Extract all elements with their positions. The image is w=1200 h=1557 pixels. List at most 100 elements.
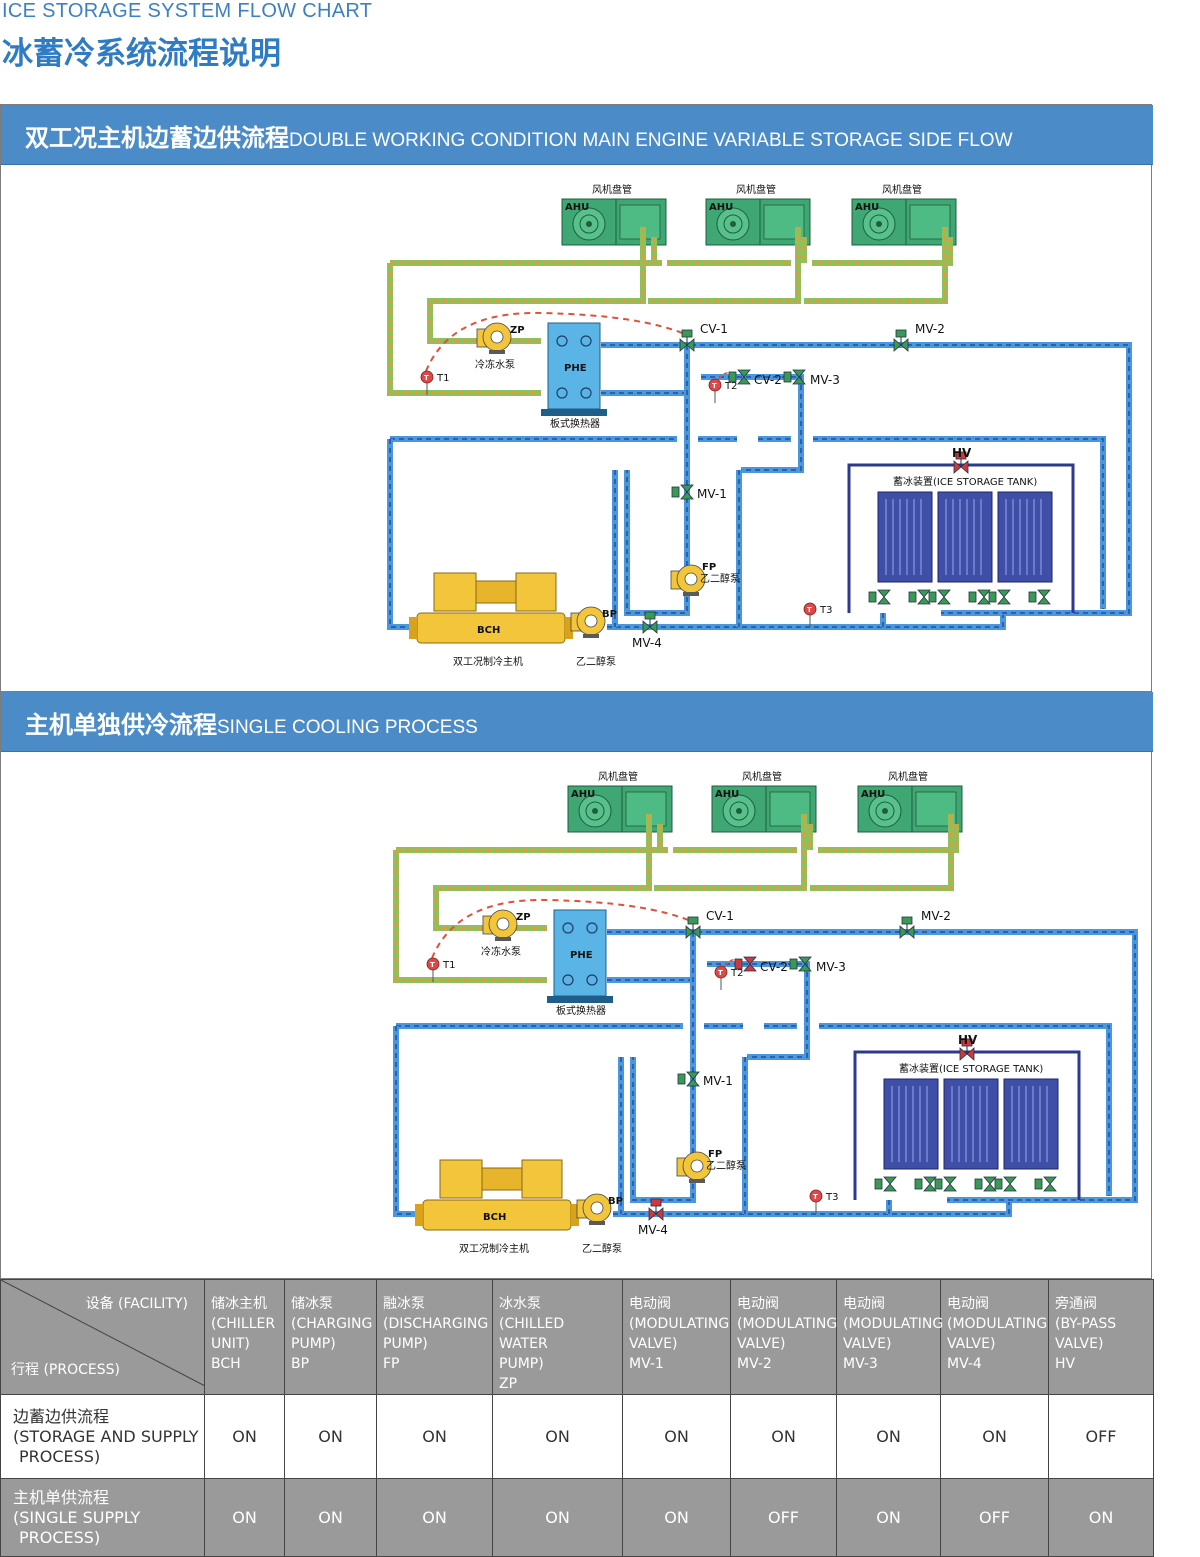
- valve-body: [917, 589, 931, 605]
- compressor-motor: [433, 572, 477, 612]
- tank-coil: [937, 491, 993, 583]
- blue-pipe-flow: [701, 376, 802, 471]
- status-cell: ON: [204, 1394, 285, 1479]
- status-cell: ON: [730, 1394, 837, 1479]
- bch-label: BCH: [477, 625, 500, 636]
- valve-actuator: [644, 611, 656, 620]
- mv3-label: MV-3: [816, 960, 846, 974]
- sensor-label: T3: [825, 1192, 838, 1203]
- cv2-label: CV-2: [754, 373, 782, 387]
- section-title-cn: 双工况主机边蓄边供流程: [25, 124, 289, 152]
- fan-hub: [586, 221, 592, 227]
- table-corner-cell: 设备 (FACILITY) 行程 (PROCESS): [0, 1279, 205, 1395]
- valve-actuator: [1034, 1178, 1043, 1190]
- fan-ring: [729, 801, 749, 821]
- sensor-letter: T: [712, 382, 717, 390]
- fan-ring: [723, 214, 743, 234]
- tank-coil: [883, 1078, 939, 1170]
- sensor-bulb: [420, 370, 434, 384]
- orange-pipe-flow: [818, 824, 958, 852]
- blue-pipe-flow: [601, 345, 688, 394]
- pump-eye: [584, 614, 598, 628]
- blue-pipe: [607, 932, 696, 983]
- valve-body: [743, 956, 757, 972]
- chiller-endcap: [409, 617, 417, 639]
- ahu-caption: 风机盘管: [742, 770, 782, 783]
- status-cell: OFF: [1048, 1394, 1154, 1479]
- orange-pipe-flow: [648, 227, 800, 303]
- valve-actuator: [789, 958, 798, 970]
- cv1-valve: [685, 916, 701, 939]
- fan-hub: [882, 808, 888, 814]
- status-cell: ON: [836, 1478, 941, 1557]
- valve-body: [798, 956, 812, 972]
- tank-coil: [943, 1078, 999, 1170]
- fp-caption: 乙二醇泵: [706, 1159, 746, 1172]
- sensor-bulb: [426, 957, 440, 971]
- section-header-2: 主机单独供冷流程SINGLE COOLING PROCESS: [1, 692, 1153, 752]
- ice-storage-tank: 蓄冰装置(ICE STORAGE TANK): [853, 1050, 1081, 1200]
- phe-caption: 板式换热器: [556, 1004, 606, 1017]
- tank-valve: [868, 589, 891, 605]
- status-cell: ON: [836, 1394, 941, 1479]
- blue-pipe-flow: [389, 439, 411, 628]
- mv2-label: MV-2: [921, 909, 951, 923]
- orange-pipe-flow: [654, 814, 806, 890]
- phe-label: PHE: [564, 363, 587, 374]
- fan-hub: [736, 808, 742, 814]
- ahu-caption: 风机盘管: [882, 183, 922, 196]
- sensor-bulb: [803, 602, 817, 616]
- blue-pipe-flow: [707, 963, 808, 1058]
- valve-actuator: [687, 916, 699, 925]
- pump-base: [489, 350, 505, 354]
- status-cell: ON: [204, 1478, 285, 1557]
- status-cell: ON: [376, 1394, 493, 1479]
- blue-pipe: [387, 439, 411, 630]
- bp-caption: 乙二醇泵: [576, 655, 616, 668]
- valve-actuator: [874, 1178, 883, 1190]
- blue-pipe-flow: [626, 345, 688, 614]
- fan-ring: [875, 801, 895, 821]
- mv3-valve: [783, 369, 806, 385]
- valve-body: [1037, 589, 1051, 605]
- fp-pump: [676, 1151, 712, 1183]
- hv-valve: [953, 451, 969, 474]
- tank-valve: [908, 589, 931, 605]
- blue-pipe-flow: [607, 615, 1004, 628]
- status-cell: ON: [622, 1394, 731, 1479]
- phe-port: [580, 387, 592, 399]
- orange-pipe-flow: [394, 850, 547, 982]
- phe-port: [586, 922, 598, 934]
- pump-base: [683, 592, 699, 596]
- bch-label: BCH: [483, 1212, 506, 1223]
- blue-pipe: [613, 1202, 1012, 1217]
- valve-actuator: [681, 329, 693, 338]
- valve-actuator: [728, 371, 737, 383]
- header-process: 行程 (PROCESS): [11, 1362, 120, 1378]
- cv2-valve: [728, 369, 751, 385]
- phe-port: [556, 335, 568, 347]
- mv4-valve: [648, 1198, 664, 1221]
- valve-body: [686, 1071, 700, 1087]
- valve-actuator: [734, 958, 743, 970]
- pump-eye: [684, 572, 698, 586]
- orange-pipe-flow: [812, 237, 952, 265]
